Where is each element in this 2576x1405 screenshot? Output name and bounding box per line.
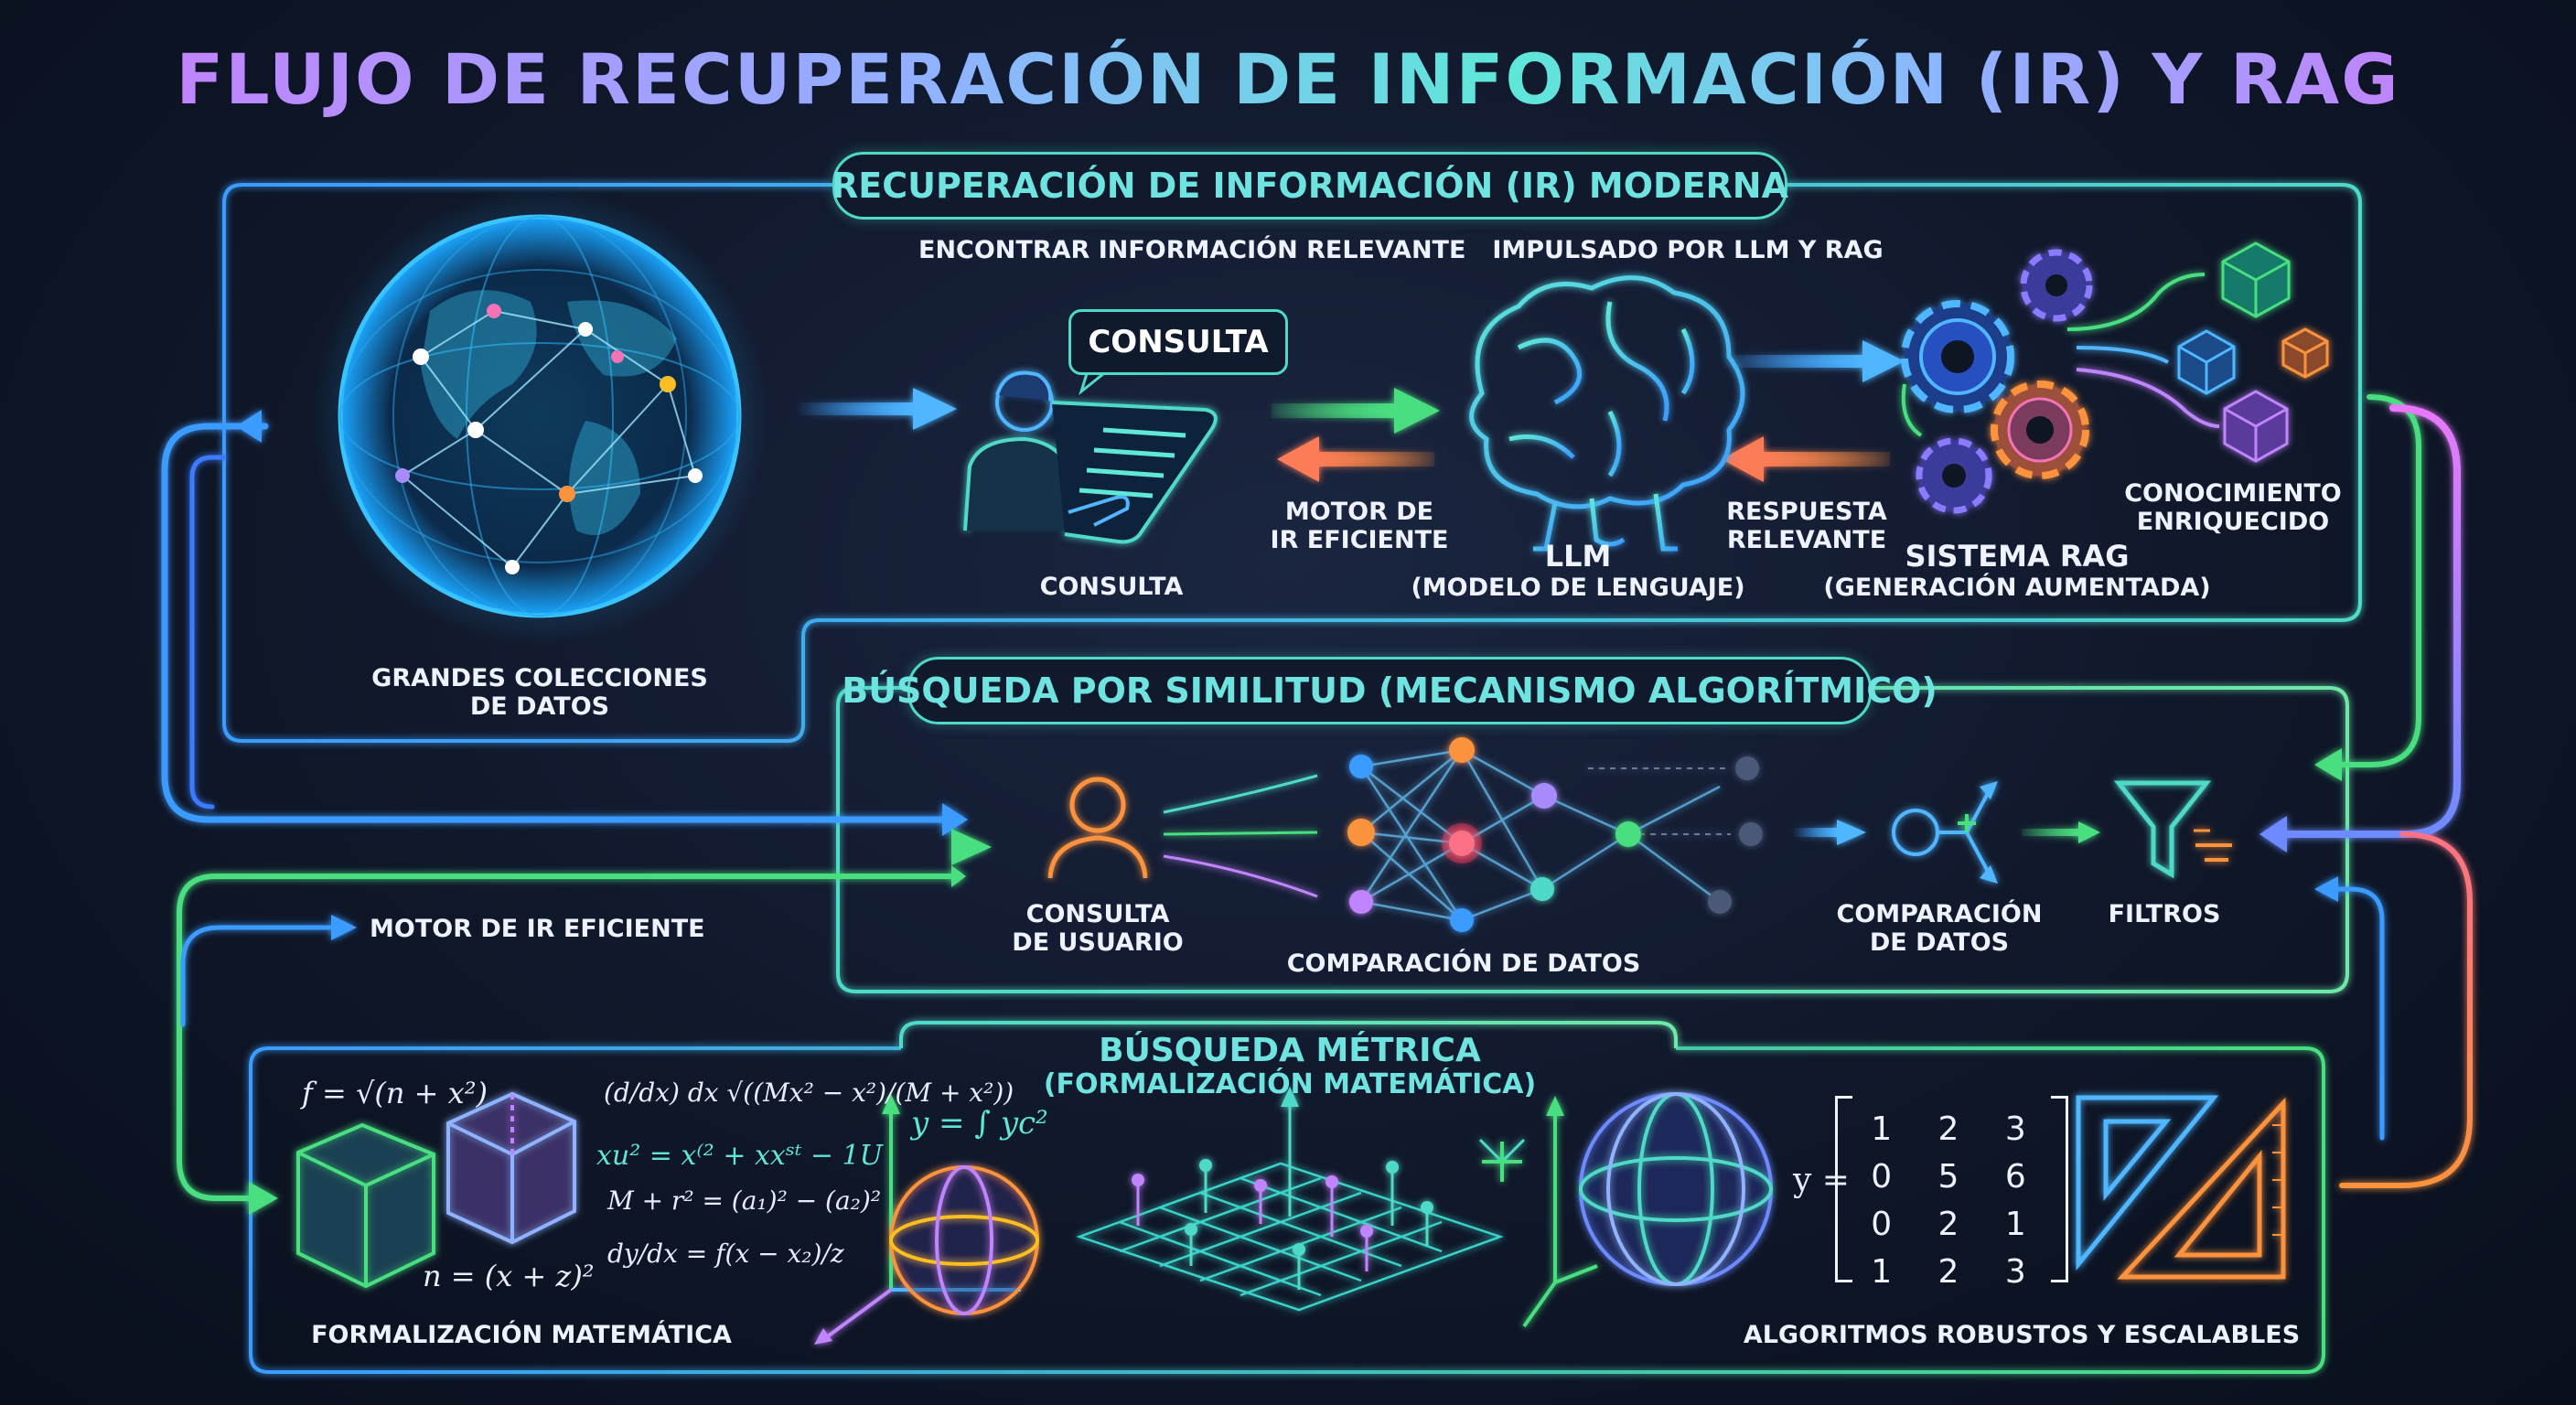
equation-4: M + r² = (a₁)² − (a₂)² [607, 1185, 882, 1216]
response-label-line-1: RESPUESTA [1726, 498, 1887, 526]
sphere-icon [814, 1094, 1039, 1345]
llm-label-line-1: LLM [1544, 539, 1612, 574]
equation-2: (d/dx) dx √((Mx² − x²)/(M + x²)) [604, 1078, 1014, 1108]
top-arrows [796, 340, 1905, 482]
matrix-cell: 6 [2004, 1157, 2026, 1196]
subtitle-find-info: ENCONTRAR INFORMACIÓN RELEVANTE [918, 236, 1466, 264]
cube-icon [296, 1091, 576, 1289]
matrix-row: 0 5 6 [1848, 1153, 2049, 1200]
subtitle-llm-rag: IMPULSADO POR LLM Y RAG [1492, 236, 1884, 264]
globe-label-line-1: GRANDES COLECCIONES [371, 664, 708, 692]
user-query-label: CONSULTA DE USUARIO [997, 900, 1198, 957]
matrix-cell: 3 [2004, 1110, 2026, 1148]
equation-3: xu² = x⁽² + xxˢᵗ − 1U [596, 1140, 883, 1172]
cube-icon [2066, 241, 2329, 463]
matrix-cell: 0 [1871, 1205, 1893, 1243]
equation-7: y = ∫ yc² [911, 1105, 1048, 1142]
knowledge-label: CONOCIMIENTO ENRIQUECIDO [2109, 479, 2356, 536]
matrix-cell: 1 [2004, 1205, 2026, 1243]
compare-icon [1793, 781, 2100, 884]
filter-funnel-icon [2113, 780, 2232, 879]
algorithms-label: ALGORITMOS ROBUSTOS Y ESCALABLES [1743, 1321, 2301, 1349]
response-label: RESPUESTA RELEVANTE [1701, 498, 1912, 554]
gear-icon [1901, 249, 2093, 514]
matrix-cell: 2 [1937, 1252, 1959, 1291]
set-square-icon [2076, 1095, 2286, 1280]
network-label: COMPARACIÓN DE DATOS [1286, 949, 1641, 978]
matrix: 1 2 3 0 5 6 0 2 1 1 2 3 [1848, 1105, 2049, 1295]
compare-label-line-2: DE DATOS [1869, 928, 2010, 958]
query-label: CONSULTA [1039, 573, 1184, 601]
globe-icon [311, 188, 768, 645]
matrix-row: 1 2 3 [1848, 1105, 2049, 1153]
user-query-label-line-2: DE USUARIO [1012, 928, 1184, 958]
similarity-header: BÚSQUEDA POR SIMILITUD (MECANISMO ALGORÍ… [842, 657, 1937, 724]
globe-label-line-2: DE DATOS [469, 692, 610, 722]
sphere-icon [1522, 1092, 1773, 1328]
metric-header: BÚSQUEDA MÉTRICA (FORMALIZACIÓN MATEMÁTI… [1025, 1032, 1555, 1101]
user-icon [1047, 777, 1148, 879]
engine-side-label: MOTOR DE IR EFICIENTE [370, 915, 705, 943]
page-title: FLUJO DE RECUPERACIÓN DE INFORMACIÓN (IR… [176, 38, 2400, 120]
matrix-cell: 1 [1871, 1110, 1893, 1148]
equation-5: dy/dx = f(x − x₂)/z [607, 1239, 844, 1269]
globe-label: GRANDES COLECCIONES DE DATOS [348, 664, 732, 721]
rag-label-line-2: (GENERACIÓN AUMENTADA) [1823, 573, 2211, 602]
matrix-bracket-right [2051, 1096, 2068, 1282]
matrix-cell: 5 [1937, 1157, 1959, 1196]
user-tablet-icon [963, 370, 1218, 544]
neural-network-icon [1163, 737, 1763, 932]
matrix-prefix: y = [1793, 1162, 1850, 1199]
outer-loop-arrows [161, 394, 2473, 1215]
response-label-line-2: RELEVANTE [1726, 526, 1887, 555]
metric-frame [249, 1021, 2325, 1374]
matrix-cell: 3 [2004, 1252, 2026, 1291]
metric-header-line-2: (FORMALIZACIÓN MATEMÁTICA) [1043, 1068, 1537, 1101]
equation-6: n = (x + z)² [423, 1259, 595, 1293]
matrix-row: 1 2 3 [1848, 1248, 2049, 1295]
equation-1: f = √(n + x²) [302, 1076, 488, 1110]
compare-label-line-1: COMPARACIÓN [1836, 900, 2043, 928]
grid-plot-icon [1076, 1087, 1526, 1312]
matrix-cell: 1 [1871, 1252, 1893, 1291]
brain-icon [1469, 275, 1745, 552]
engine-label-line-2: IR EFICIENTE [1270, 526, 1449, 555]
matrix-row: 0 2 1 [1848, 1200, 2049, 1248]
ir-modern-frame [222, 183, 2362, 743]
filters-label: FILTROS [2108, 900, 2221, 928]
llm-label: LLM (MODELO DE LENGUAJE) [1390, 540, 1766, 602]
matrix-cell: 0 [1871, 1157, 1893, 1196]
similarity-frame [836, 686, 2349, 993]
compare-label: COMPARACIÓN DE DATOS [1830, 900, 2049, 957]
matrix-bracket-left [1835, 1096, 1852, 1282]
user-query-label-line-1: CONSULTA [1025, 900, 1170, 928]
query-bubble: CONSULTA [1068, 309, 1288, 375]
matrix-cell: 2 [1937, 1110, 1959, 1148]
knowledge-label-line-1: CONOCIMIENTO [2124, 479, 2342, 508]
metric-header-line-1: BÚSQUEDA MÉTRICA [1099, 1032, 1481, 1069]
engine-label-line-1: MOTOR DE [1284, 498, 1434, 526]
knowledge-label-line-2: ENRIQUECIDO [2136, 508, 2330, 537]
matrix-cell: 2 [1937, 1205, 1959, 1243]
ir-modern-header: RECUPERACIÓN DE INFORMACIÓN (IR) MODERNA [832, 152, 1788, 220]
engine-label: MOTOR DE IR EFICIENTE [1250, 498, 1469, 554]
rag-label: SISTEMA RAG (GENERACIÓN AUMENTADA) [1820, 540, 2214, 602]
rag-label-line-1: SISTEMA RAG [1905, 539, 2130, 574]
llm-label-line-2: (MODELO DE LENGUAJE) [1411, 573, 1745, 602]
formalization-label: FORMALIZACIÓN MATEMÁTICA [311, 1321, 732, 1349]
